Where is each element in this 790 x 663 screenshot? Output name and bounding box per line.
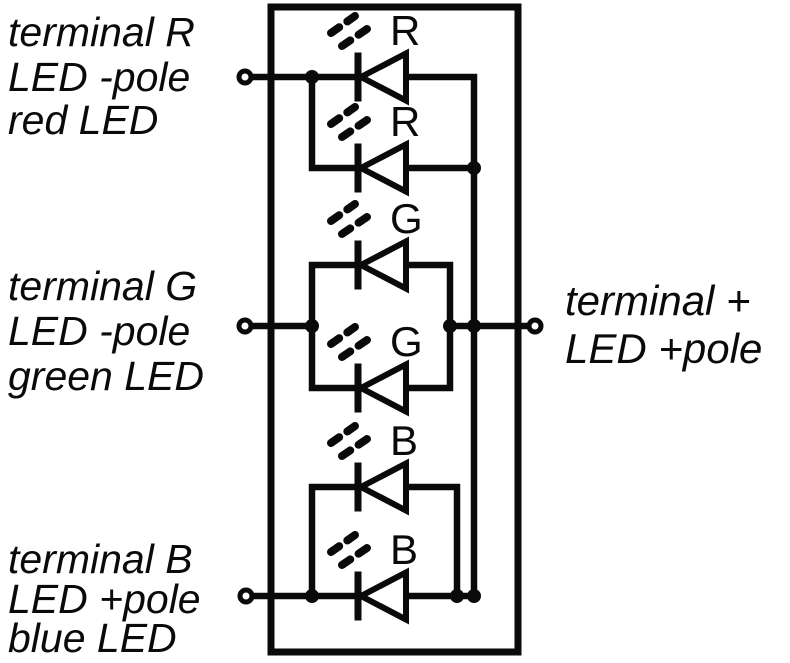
emission-arrow-icon: [327, 323, 359, 348]
terminal-r-label-line1: terminal R: [8, 9, 195, 55]
terminal-g-pin: [236, 317, 254, 335]
terminal-r-pin: [236, 68, 254, 86]
emission-arrow-icon: [327, 531, 359, 556]
terminal-plus-label-line1: terminal +: [565, 277, 751, 324]
junction-dot: [467, 161, 481, 175]
wire-r1-anode-and-plus-rail: [406, 73, 478, 596]
terminal-b-pin: [237, 587, 255, 605]
led-g2: G: [327, 318, 423, 417]
junction-dots: [305, 70, 481, 603]
led-b1: B: [327, 417, 418, 516]
emission-arrow-icon: [327, 422, 359, 447]
led-g1-letter: G: [390, 195, 423, 242]
terminal-r-label-line2: LED -pole: [8, 54, 190, 100]
led-b2-letter: B: [390, 526, 418, 573]
junction-dot: [467, 589, 481, 603]
emission-arrow-icon: [338, 213, 371, 238]
junction-dot: [305, 319, 319, 333]
led-r1: R: [327, 7, 420, 106]
terminal-plus-label: terminal + LED +pole: [565, 277, 762, 372]
led-r2-letter: R: [390, 98, 420, 145]
junction-dot: [467, 319, 481, 333]
led-triangle: [354, 48, 409, 106]
led-r2: R: [327, 98, 420, 197]
emission-arrow-icon: [327, 12, 359, 37]
led-b1-letter: B: [390, 417, 418, 464]
terminal-g-label-line1: terminal G: [8, 263, 197, 309]
led-triangle: [354, 139, 409, 197]
led-triangle: [354, 236, 409, 294]
junction-dot: [443, 319, 457, 333]
terminal-r-label: terminal R LED -pole red LED: [8, 9, 195, 143]
junction-dot: [305, 589, 319, 603]
wire-b1-cathode: [308, 483, 358, 596]
component-outline: [267, 3, 522, 656]
emission-arrow-icon: [338, 544, 371, 569]
terminal-r-label-line3: red LED: [8, 97, 158, 143]
junction-dot: [305, 70, 319, 84]
terminal-plus-pin: [526, 317, 544, 335]
emission-arrow-icon: [338, 25, 371, 50]
led-g1: G: [327, 195, 423, 294]
emission-arrow-icon: [327, 103, 359, 128]
terminal-b-label-line1: terminal B: [8, 536, 193, 582]
emission-arrow-icon: [327, 200, 359, 225]
led-triangle: [354, 359, 409, 417]
emission-arrow-icon: [338, 435, 371, 460]
terminal-plus-label-line2: LED +pole: [565, 325, 762, 372]
terminal-b-label: terminal B LED +pole blue LED: [8, 536, 201, 661]
wires: [245, 73, 535, 600]
terminal-b-label-line2: LED +pole: [8, 576, 201, 622]
terminal-g-label: terminal G LED -pole green LED: [8, 263, 204, 399]
led-g2-letter: G: [390, 318, 423, 365]
wire-b1-anode: [406, 483, 461, 596]
junction-dot: [450, 589, 464, 603]
led-b2: B: [327, 526, 418, 625]
wire-r2-cathode: [308, 77, 358, 172]
terminal-g-label-line3: green LED: [8, 353, 204, 399]
led-triangle: [354, 567, 409, 625]
led-triangle: [354, 458, 409, 516]
emission-arrow-icon: [338, 336, 371, 361]
terminal-pins: [236, 68, 544, 605]
terminal-b-label-line3: blue LED: [8, 615, 177, 661]
led-r1-letter: R: [390, 7, 420, 54]
emission-arrow-icon: [338, 116, 371, 141]
terminal-g-label-line2: LED -pole: [8, 308, 190, 354]
